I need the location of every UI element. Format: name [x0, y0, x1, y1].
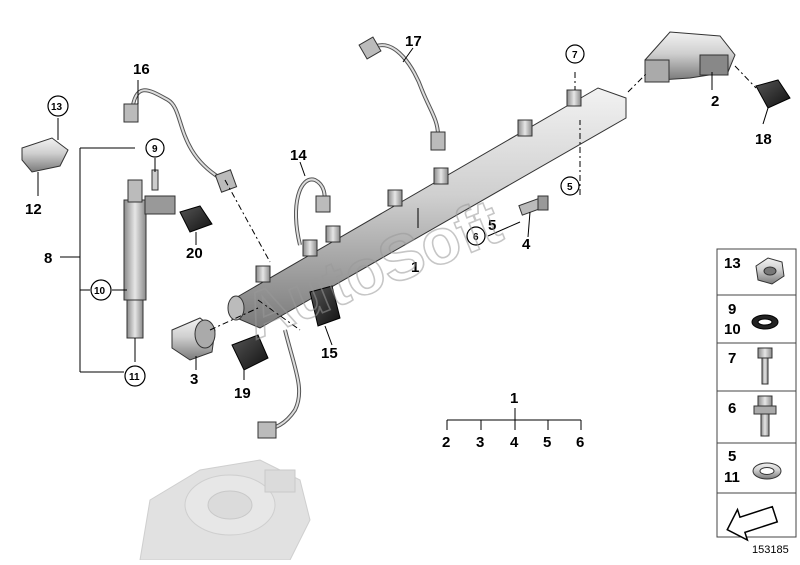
callout-17: 17 — [405, 33, 422, 50]
cap-15 — [309, 285, 341, 327]
high-pressure-pump — [139, 459, 311, 561]
assembly-lines — [209, 65, 757, 331]
legend-11: 11 — [724, 469, 740, 486]
callout-6: 6 — [473, 232, 479, 243]
pump-pressure-line — [257, 329, 302, 439]
rail-pressure-sensor — [644, 31, 736, 83]
arrow-icon — [726, 505, 779, 542]
banjo-bolt-icon — [753, 395, 777, 437]
nut-icon — [755, 257, 785, 285]
connector-18 — [755, 79, 791, 109]
callout-13: 13 — [51, 102, 63, 113]
fuel-rail — [227, 87, 627, 329]
tree-child-3: 4 — [510, 434, 519, 451]
connector-19 — [231, 334, 269, 371]
callout-20: 20 — [186, 245, 203, 262]
circled-callouts: 13 9 10 11 7 5 6 — [47, 44, 585, 387]
legend-7: 7 — [728, 350, 736, 367]
bolt-icon — [757, 347, 773, 385]
callout-14: 14 — [290, 147, 307, 164]
callout-9: 9 — [152, 144, 158, 155]
legend-13: 13 — [724, 255, 741, 272]
legend-9: 9 — [728, 301, 736, 318]
pressure-line-14 — [293, 177, 331, 246]
document-id: 153185 — [752, 544, 789, 556]
tree-child-4: 5 — [543, 434, 551, 451]
callout-5b: 5 — [567, 182, 573, 193]
callout-16: 16 — [133, 61, 150, 78]
callout-3: 3 — [190, 371, 198, 388]
connector-20 — [179, 205, 213, 233]
watermark-text: AutoSoft — [233, 185, 510, 353]
callout-12: 12 — [25, 201, 42, 218]
fitting-assembly — [518, 195, 549, 216]
legend-10: 10 — [724, 321, 741, 338]
injector — [123, 169, 176, 339]
tree-child-1: 2 — [442, 434, 450, 451]
bracket-12 — [21, 137, 69, 173]
callout-1: 1 — [411, 259, 419, 276]
leader-lines — [37, 47, 769, 380]
callout-4: 4 — [522, 236, 531, 253]
legend-6: 6 — [728, 400, 736, 417]
callout-19: 19 — [234, 385, 251, 402]
callout-18: 18 — [755, 131, 772, 148]
callout-7: 7 — [572, 50, 578, 61]
callout-11: 11 — [129, 372, 140, 383]
o-ring-icon — [751, 314, 779, 330]
assembly-tree: 1 2 3 4 5 6 — [442, 390, 584, 451]
pressure-control-valve — [171, 317, 216, 361]
callout-15: 15 — [321, 345, 338, 362]
callout-10: 10 — [94, 286, 106, 297]
legend-panel: 13 9 10 7 6 5 11 — [716, 248, 797, 542]
tree-child-5: 6 — [576, 434, 584, 451]
pressure-line-16 — [123, 88, 238, 193]
pressure-line-17 — [358, 36, 446, 151]
tree-root: 1 — [510, 390, 518, 407]
callout-5a: 5 — [488, 217, 496, 234]
callout-numbers: 2 18 17 16 14 12 8 20 1 4 3 19 15 5 — [25, 33, 772, 402]
callout-8: 8 — [44, 250, 52, 267]
tree-child-2: 3 — [476, 434, 484, 451]
washer-icon — [752, 462, 782, 480]
legend-5: 5 — [728, 448, 736, 465]
callout-2: 2 — [711, 93, 719, 110]
